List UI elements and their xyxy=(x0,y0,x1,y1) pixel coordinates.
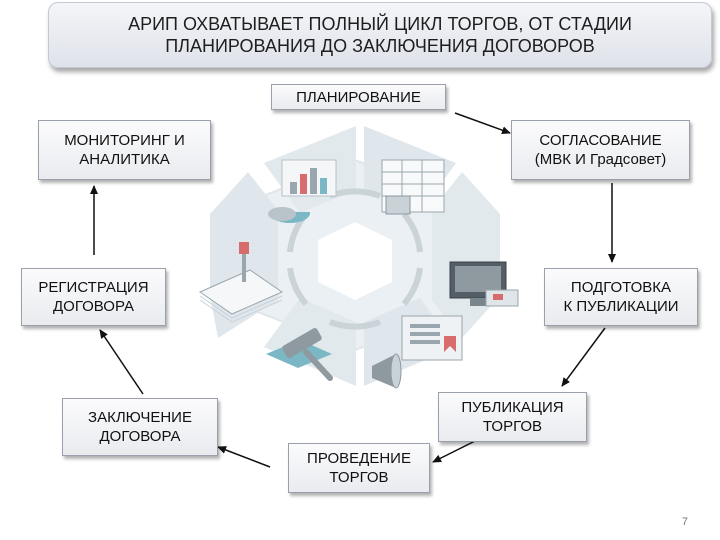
arrow-conclusion-to-registration xyxy=(99,329,144,395)
flow-arrows xyxy=(90,112,616,468)
stage-conclusion: ЗАКЛЮЧЕНИЕ ДОГОВОРА xyxy=(62,398,218,456)
arrow-auction-to-conclusion xyxy=(217,446,271,468)
stage-approval: СОГЛАСОВАНИЕ (МВК И Градсовет) xyxy=(511,120,690,180)
stage-publication: ПУБЛИКАЦИЯ ТОРГОВ xyxy=(438,392,587,442)
registration-document-icon xyxy=(198,242,284,323)
page-number: 7 xyxy=(681,516,688,528)
approval-spreadsheet-icon xyxy=(381,159,445,215)
preparation-monitor-icon xyxy=(449,261,519,307)
stage-auction: ПРОВЕДЕНИЕ ТОРГОВ xyxy=(288,443,430,493)
gavel-icon xyxy=(266,328,333,381)
arrow-planning-to-approval xyxy=(454,112,511,135)
cycle-arrows xyxy=(287,188,423,330)
stage-registration: РЕГИСТРАЦИЯ ДОГОВОРА xyxy=(21,268,166,326)
stage-preparation: ПОДГОТОВКА К ПУБЛИКАЦИИ xyxy=(544,268,698,326)
stage-planning: ПЛАНИРОВАНИЕ xyxy=(271,84,446,110)
arrow-preparation-to-publication xyxy=(561,327,606,387)
stage-monitoring: МОНИТОРИНГ И АНАЛИТИКА xyxy=(38,120,211,180)
publication-megaphone-icon xyxy=(372,315,463,389)
planning-chart-icon xyxy=(268,159,337,224)
page-title: АРИП ОХВАТЫВАЕТ ПОЛНЫЙ ЦИКЛ ТОРГОВ, ОТ С… xyxy=(48,2,712,68)
